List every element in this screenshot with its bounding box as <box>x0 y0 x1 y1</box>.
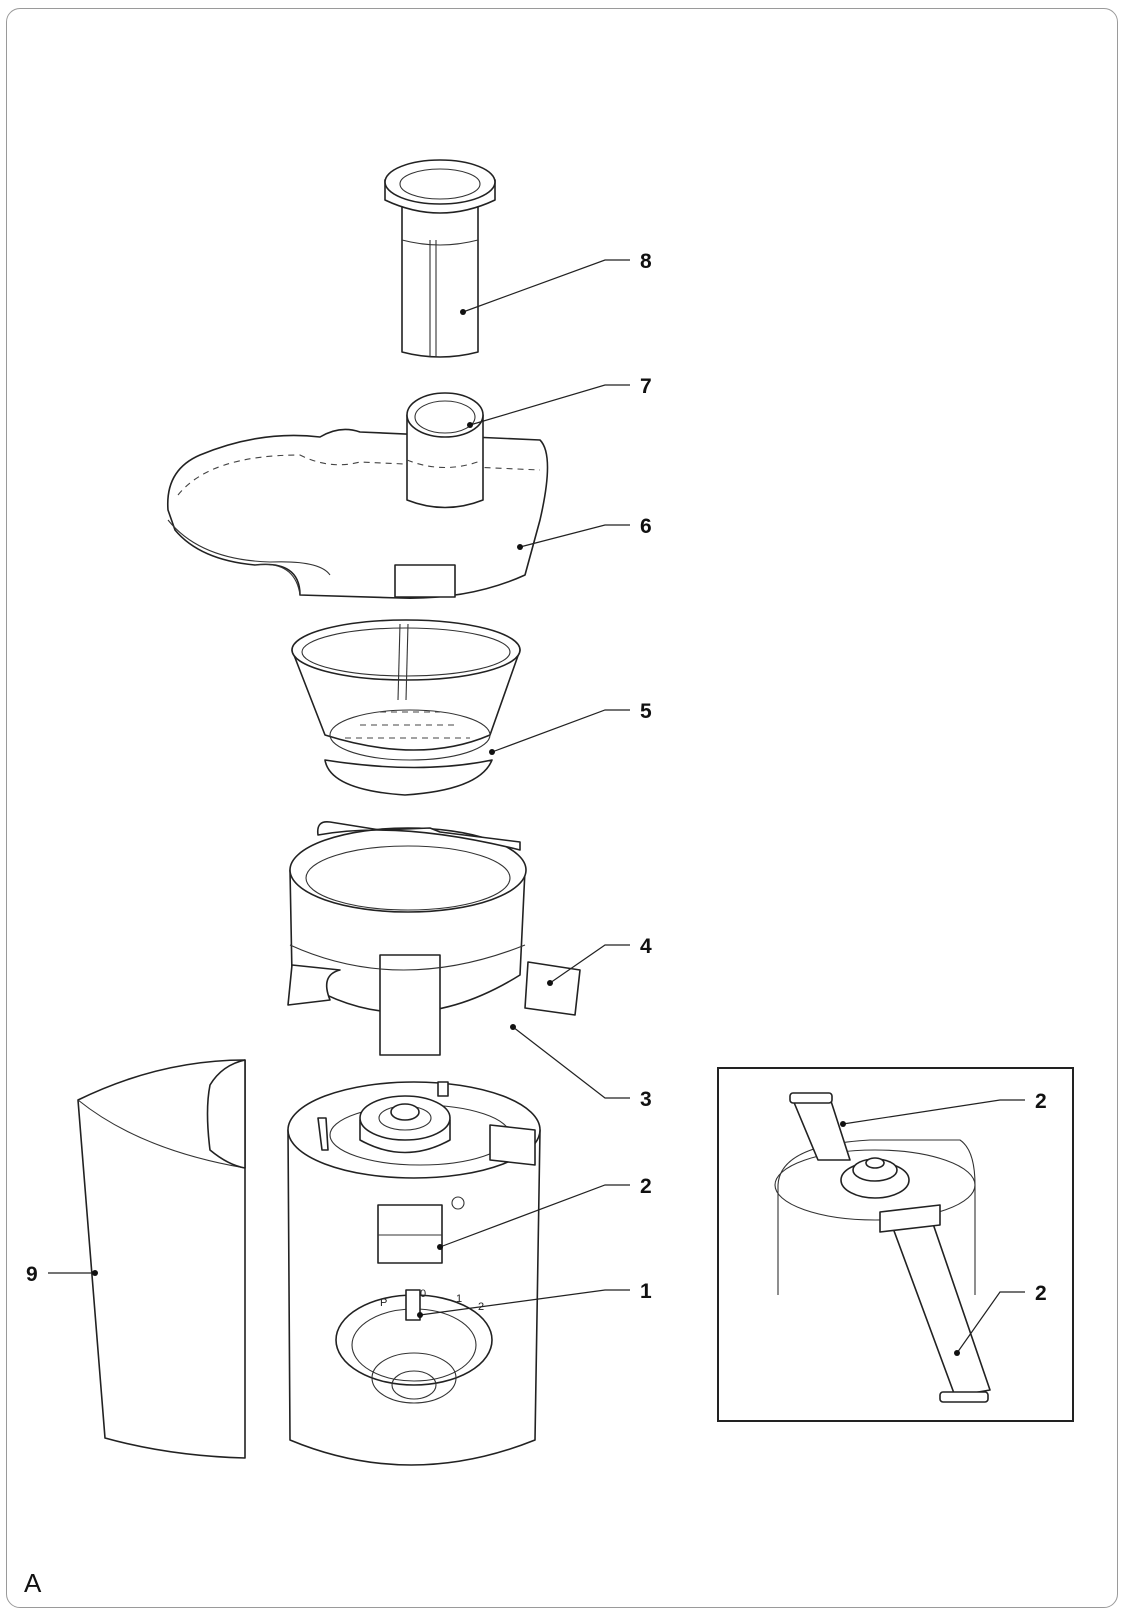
pulp-collector-part-9 <box>77 1059 246 1459</box>
callout-9: 9 <box>26 1263 38 1286</box>
leader-lines <box>48 259 1025 1356</box>
knob-label-1: 1 <box>456 1293 462 1305</box>
inset-callout-2-bottom: 2 <box>1035 1282 1047 1305</box>
inset-callout-2-top: 2 <box>1035 1090 1047 1113</box>
lid-part-6 <box>167 428 549 599</box>
callout-4: 4 <box>640 935 652 958</box>
pulp-container-part-3 <box>287 820 527 1056</box>
callout-5: 5 <box>640 700 652 723</box>
callout-6: 6 <box>640 515 652 538</box>
callout-3: 3 <box>640 1088 652 1111</box>
filter-basket-part-5 <box>291 619 521 796</box>
callout-7: 7 <box>640 375 652 398</box>
spout-part-4 <box>524 961 581 1016</box>
callout-8: 8 <box>640 250 652 273</box>
knob-label-0: 0 <box>420 1288 426 1300</box>
callout-2: 2 <box>640 1175 652 1198</box>
page-frame <box>6 8 1118 1608</box>
pusher-part-8 <box>384 159 496 358</box>
feed-tube-part-7 <box>406 392 484 509</box>
motor-base: P 0 1 2 <box>287 1081 541 1466</box>
callout-1: 1 <box>640 1280 652 1303</box>
figure-letter: A <box>24 1568 42 1598</box>
inset-locking-arm-detail <box>717 1067 1074 1422</box>
knob-label-p: P <box>380 1297 387 1309</box>
